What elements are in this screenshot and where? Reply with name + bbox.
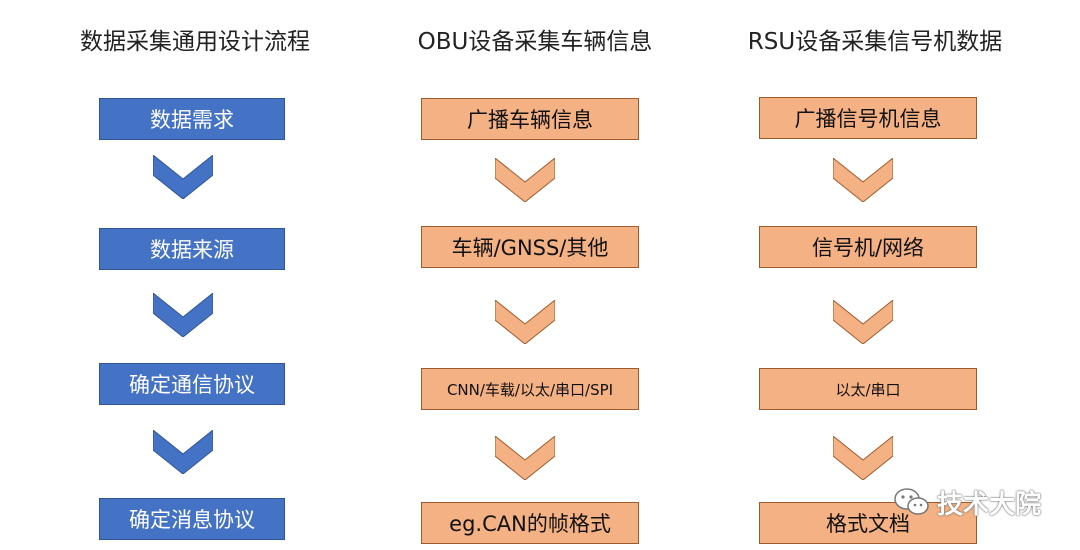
chevron-down-icon [495, 300, 555, 344]
column-title-rsu: RSU设备采集信号机数据 [747, 29, 1003, 55]
chevron-down-icon [495, 436, 555, 480]
step-broadcast-vehicle-info: 广播车辆信息 [421, 98, 639, 140]
step-vehicle-gnss-other: 车辆/GNSS/其他 [421, 226, 639, 268]
chevron-down-icon [833, 436, 893, 480]
step-data-source: 数据来源 [99, 228, 285, 270]
step-signal-network: 信号机/网络 [759, 226, 977, 268]
step-can-frame-format: eg.CAN的帧格式 [421, 502, 639, 544]
chevron-down-icon [153, 430, 213, 474]
wechat-icon [894, 488, 929, 515]
step-message-protocol: 确定消息协议 [99, 498, 285, 540]
step-bus-interfaces: CNN/车载/以太/串口/SPI [421, 368, 639, 410]
chevron-down-icon [153, 155, 213, 199]
chevron-down-icon [495, 158, 555, 202]
step-format-document: 格式文档 [759, 502, 977, 544]
column-title-obu: OBU设备采集车辆信息 [417, 29, 653, 55]
chevron-down-icon [833, 300, 893, 344]
step-broadcast-signal-info: 广播信号机信息 [759, 97, 977, 139]
column-title-generic-flow: 数据采集通用设计流程 [80, 29, 310, 55]
watermark: 技术大院 [893, 482, 1041, 522]
step-comm-protocol: 确定通信协议 [99, 363, 285, 405]
watermark-text: 技术大院 [937, 489, 1042, 520]
chevron-down-icon [153, 293, 213, 337]
step-ethernet-serial: 以太/串口 [759, 368, 977, 410]
chevron-down-icon [833, 158, 893, 202]
step-data-requirement: 数据需求 [99, 98, 285, 140]
